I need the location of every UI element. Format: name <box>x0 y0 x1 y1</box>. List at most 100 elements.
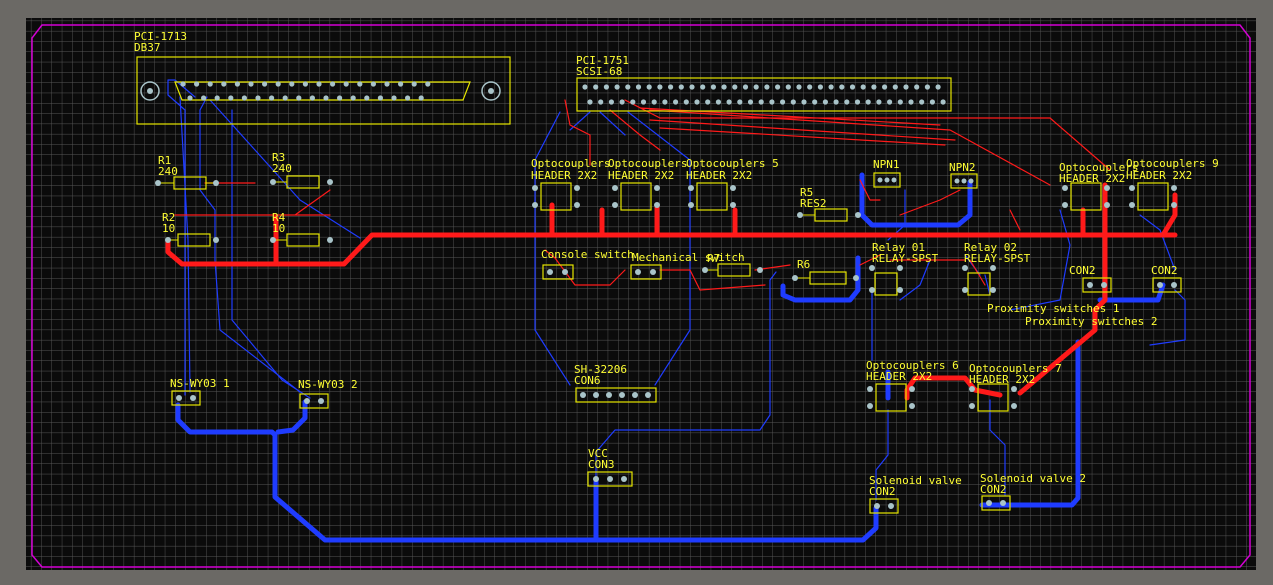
connector-pin <box>194 81 200 87</box>
label-con3: CON3 <box>588 458 615 471</box>
connector-pin <box>919 99 925 105</box>
mount-hole-right-center <box>488 88 494 94</box>
con2-solenoid-2[interactable] <box>981 495 1011 511</box>
connector-pin <box>903 84 909 90</box>
label-con6: CON6 <box>574 374 601 387</box>
connector-pin <box>908 99 914 105</box>
optocoupler-header-a[interactable] <box>532 182 580 211</box>
con3-vcc[interactable] <box>587 471 633 487</box>
connector-pin <box>785 84 791 90</box>
connector-pin <box>705 99 711 105</box>
connector-pin <box>337 95 343 101</box>
connector-pin <box>651 99 657 105</box>
label-r5: R5 <box>800 186 813 199</box>
optocoupler-6[interactable] <box>867 383 915 412</box>
connector-pin <box>364 95 370 101</box>
transistor-npn2[interactable] <box>950 173 978 189</box>
bottom-layer-traces <box>167 79 1186 543</box>
resistor-r6[interactable] <box>792 271 859 285</box>
label-solenoid-2-type: CON2 <box>980 483 1007 496</box>
label-r4-value: 10 <box>272 222 285 235</box>
silkscreen-labels: PCI-1713 DB37 PCI-1751 SCSI-68 R1 240 R2… <box>134 30 1219 498</box>
mechanical-switch[interactable] <box>630 264 662 280</box>
connector-pin <box>876 99 882 105</box>
label-pci1713: PCI-1713 <box>134 30 187 43</box>
resistor-r1[interactable] <box>155 176 219 190</box>
label-relay-01: Relay 01 <box>872 241 925 254</box>
label-solenoid-1: Solenoid valve <box>869 474 962 487</box>
resistor-r2[interactable] <box>165 233 219 247</box>
label-r3-value: 240 <box>272 162 292 175</box>
label-r4: R4 <box>272 211 286 224</box>
label-con2-b: CON2 <box>1151 264 1178 277</box>
optocoupler-9[interactable] <box>1129 182 1177 211</box>
mount-hole-left-center <box>147 88 153 94</box>
connector-pin <box>425 81 431 87</box>
connector-pin <box>892 84 898 90</box>
pci1713-connector-outline[interactable] <box>136 56 511 125</box>
connector-pin <box>833 99 839 105</box>
connector-pin <box>849 84 856 90</box>
connector-pin <box>275 81 281 87</box>
label-r2-value: 10 <box>162 222 175 235</box>
console-switch[interactable] <box>542 264 574 280</box>
connector-pin <box>807 84 813 90</box>
pci1751-connector-outline[interactable] <box>576 77 952 112</box>
connector-pin <box>668 84 674 90</box>
resistor-r7[interactable] <box>702 263 763 277</box>
resistor-r4[interactable] <box>270 233 333 247</box>
connector-pin <box>646 84 652 90</box>
label-optocouplers-7: Optocouplers 7 <box>969 362 1062 375</box>
connector-pin <box>228 95 234 101</box>
relay-02[interactable] <box>962 265 996 296</box>
connector-pin <box>187 95 193 101</box>
transistor-npn1[interactable] <box>873 172 901 188</box>
con2-solenoid-1[interactable] <box>869 498 899 514</box>
label-optocouplers-b: Optocouplers <box>608 157 687 170</box>
connector-pin <box>726 99 732 105</box>
label-optocouplers-c: Optocouplers <box>1059 161 1138 174</box>
connector-pin <box>405 95 411 101</box>
label-relay-02: Relay 02 <box>964 241 1017 254</box>
label-header-c: HEADER 2X2 <box>686 169 752 182</box>
resistor-r3[interactable] <box>270 175 333 189</box>
label-console-switch: Console switch <box>541 248 634 261</box>
connector-pin <box>732 84 738 90</box>
component-outlines <box>136 56 1182 514</box>
grid <box>26 18 1256 570</box>
bottom-signal-traces <box>167 79 1186 501</box>
connector-pin <box>780 99 786 105</box>
label-res2: RES2 <box>800 197 827 210</box>
con2-ns-wy03-1[interactable] <box>171 390 201 406</box>
connector-pin <box>828 84 834 90</box>
optocoupler-header-c[interactable] <box>1062 182 1110 211</box>
connector-pin <box>871 84 877 90</box>
connector-pin <box>882 84 888 90</box>
connector-pin <box>582 84 588 90</box>
label-ns-wy03-2: NS-WY03 2 <box>298 378 358 391</box>
connector-pin <box>593 84 599 90</box>
con6-sh32206[interactable] <box>575 387 657 403</box>
scsi68-pins <box>582 84 946 105</box>
connector-pin <box>758 99 764 105</box>
optocoupler-5[interactable] <box>688 182 736 211</box>
label-header-g: HEADER 2X2 <box>969 373 1035 386</box>
con2-proximity-1[interactable] <box>1082 277 1112 293</box>
connector-pin <box>662 99 668 105</box>
resistor-r5[interactable] <box>797 208 861 222</box>
con2-ns-wy03-2[interactable] <box>299 393 329 409</box>
relay-01[interactable] <box>869 265 903 296</box>
connector-pin <box>924 84 931 90</box>
connector-pin <box>309 95 315 101</box>
connector-pin <box>673 99 679 105</box>
connector-pin <box>940 99 946 105</box>
connector-pin <box>234 81 240 87</box>
optocoupler-7[interactable] <box>969 383 1017 412</box>
connector-pin <box>790 99 796 105</box>
connector-pin <box>865 99 871 105</box>
label-db37: DB37 <box>134 41 161 54</box>
connector-pin <box>323 95 329 101</box>
optocoupler-header-b[interactable] <box>612 182 660 211</box>
con2-proximity-2[interactable] <box>1152 277 1182 293</box>
